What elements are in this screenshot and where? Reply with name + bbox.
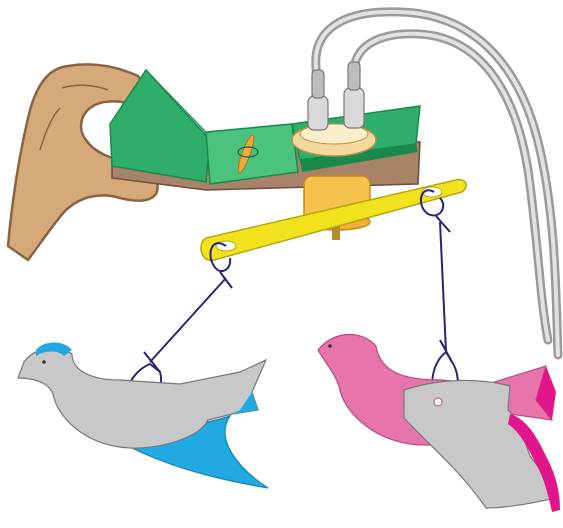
left-bird bbox=[18, 343, 268, 489]
motor-top bbox=[292, 124, 376, 156]
